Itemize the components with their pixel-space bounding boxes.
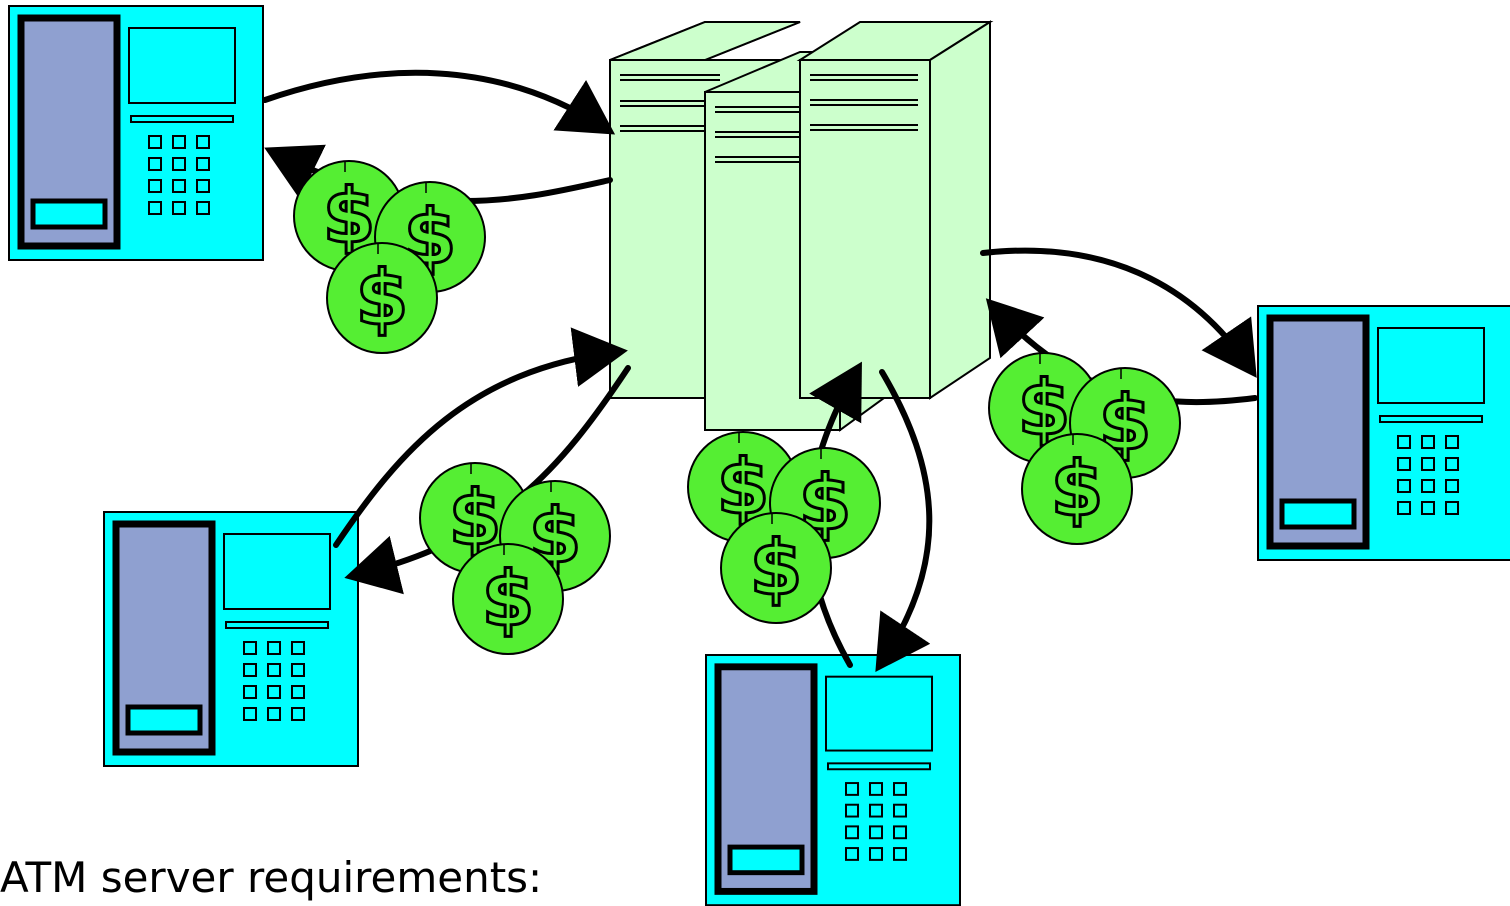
caption-text: ATM server requirements: <box>0 853 543 902</box>
dollar-coin-icon: $ <box>1021 433 1133 545</box>
svg-text:$: $ <box>1051 444 1104 533</box>
atm-right <box>1258 306 1510 560</box>
dollar-coin-icon: $ <box>452 543 564 655</box>
atm-machine-icon <box>706 655 960 905</box>
coin-cluster-bottom-center: $ $ $ <box>687 431 881 624</box>
dollar-coin-icon: $ <box>499 480 611 592</box>
svg-text:$: $ <box>323 171 376 260</box>
arrow-icon <box>875 369 933 672</box>
dollar-coin-icon: $ <box>769 447 881 559</box>
dollar-coin-icon: $ <box>293 160 405 272</box>
svg-text:$: $ <box>1099 378 1152 467</box>
dollar-coin-icon: $ <box>720 512 832 624</box>
arrow-icon <box>980 247 1257 378</box>
svg-text:$: $ <box>750 523 803 612</box>
dollar-coin-icon: $ <box>1069 367 1181 479</box>
svg-text:$: $ <box>356 253 409 342</box>
dollar-coin-icon: $ <box>326 242 438 354</box>
svg-text:$: $ <box>482 554 535 643</box>
atm-machine-icon <box>1258 306 1510 560</box>
svg-text:$: $ <box>529 491 582 580</box>
svg-text:$: $ <box>799 458 852 547</box>
coin-cluster-bottom-left: $ $ $ <box>419 462 611 655</box>
atm-machine-icon <box>9 6 263 260</box>
arrow-icon <box>262 69 616 135</box>
coin-cluster-top-left: $ $ $ <box>293 160 486 354</box>
atm-bottom-left <box>104 512 358 766</box>
arrow-icon <box>333 327 628 548</box>
coin-cluster-right: $ $ $ <box>988 352 1181 545</box>
server-rack-icon <box>609 20 994 432</box>
atm-machine-icon <box>104 512 358 766</box>
atm-top-left <box>9 6 263 260</box>
server-front-right <box>796 20 994 400</box>
atm-bottom-center <box>706 655 960 905</box>
